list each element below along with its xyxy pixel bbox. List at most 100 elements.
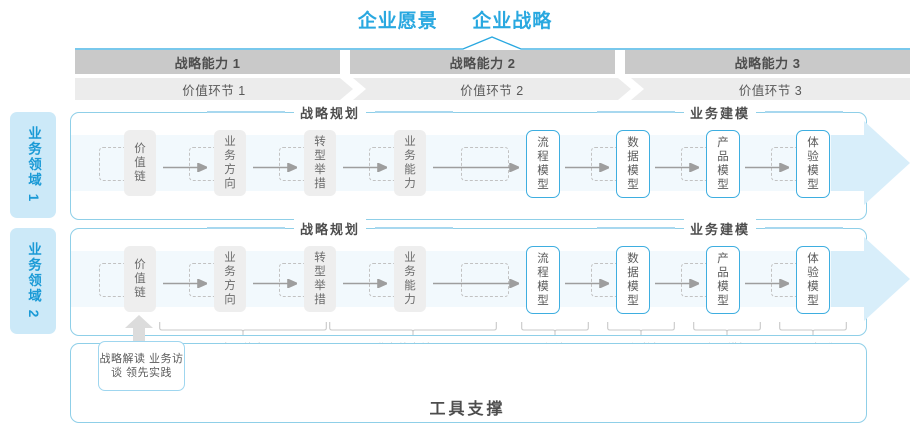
chain-band-accent	[831, 135, 866, 191]
chain-arrow-5	[565, 275, 611, 289]
note-brace-3	[521, 322, 589, 336]
chain-node-label: 流程模型	[537, 253, 549, 307]
value-link-label: 价值环节 1	[182, 83, 246, 98]
chain-arrow-2	[253, 275, 299, 289]
chain-node-label: 转型举措	[314, 252, 326, 306]
chain-node-label: 转型举措	[314, 136, 326, 190]
tool-support-title: 工具支撑	[429, 401, 506, 418]
chain-node-label: 流程模型	[537, 137, 549, 191]
value-link-label: 价值环节 3	[738, 83, 803, 98]
domain-chip-1: 业务领域 1	[10, 112, 56, 218]
tool-tag-strategy[interactable]: 战略解读 业务访谈 领先实践	[98, 341, 185, 391]
chain-arrow-7	[745, 159, 791, 173]
caption-rule-left	[206, 227, 285, 229]
caption-rule-right	[375, 111, 453, 113]
chain-node-label: 体验模型	[807, 253, 819, 307]
capability-cell-3: 战略能力 3	[625, 50, 910, 74]
chain-node-6[interactable]: 数据模型	[616, 130, 650, 198]
dashed-slot-5	[461, 263, 509, 297]
capability-label: 战略能力 3	[734, 55, 801, 71]
note-brace-4	[607, 322, 675, 336]
chain-node-label: 业务能力	[404, 252, 416, 306]
section-caption-label: 战略规划	[293, 218, 366, 238]
capability-cell-2: 战略能力 2	[350, 50, 615, 74]
caption-rule-right	[765, 227, 843, 229]
capability-label: 战略能力 2	[449, 55, 516, 71]
capability-bar-row: 战略能力 1 战略能力 2 战略能力 3	[75, 50, 910, 74]
chain-node-4[interactable]: 业务能力	[394, 246, 426, 312]
caption-rule-left	[206, 111, 285, 113]
value-link-cell-2: 价值环节 2	[353, 78, 631, 100]
chain-node-1[interactable]: 价值链	[124, 246, 156, 312]
chain-band-accent	[831, 251, 866, 307]
chain-node-4[interactable]: 业务能力	[394, 130, 426, 196]
section-caption-1: 战略规划	[180, 218, 480, 238]
chain-arrow-6	[655, 159, 701, 173]
chain-node-label: 数据模型	[627, 137, 639, 191]
section-caption-label: 战略规划	[293, 102, 366, 122]
chain-node-label: 价值链	[134, 259, 146, 299]
chain-arrow-2	[253, 159, 299, 173]
chain-node-label: 业务方向	[224, 136, 236, 190]
chain-arrow-6	[655, 275, 701, 289]
capability-cell-1: 战略能力 1	[75, 50, 340, 74]
chain-arrow-head	[864, 121, 910, 205]
chain-node-5[interactable]: 流程模型	[526, 130, 560, 198]
chain-node-8[interactable]: 体验模型	[796, 130, 830, 198]
domain-chip-2: 业务领域 2	[10, 228, 56, 334]
chain-arrow-4	[433, 159, 521, 173]
caption-rule-left	[596, 227, 675, 229]
caption-rule-right	[765, 111, 843, 113]
title-strategy: 企业战略	[472, 11, 553, 32]
chain-arrow-1	[163, 275, 209, 289]
chain-arrow-7	[745, 275, 791, 289]
domain-row-1: 价值链 业务方向 转型举措 业务能力 流程模型 数据模型 产品模型 体验模型	[70, 112, 910, 220]
capability-label: 战略能力 1	[174, 55, 241, 71]
title-spacer	[444, 11, 466, 33]
section-caption-2: 业务建模	[570, 218, 870, 238]
section-caption-label: 业务建模	[683, 102, 756, 122]
chain-node-label: 体验模型	[807, 137, 819, 191]
chain-node-3[interactable]: 转型举措	[304, 130, 336, 196]
caption-rule-right	[375, 227, 453, 229]
chain-node-6[interactable]: 数据模型	[616, 246, 650, 314]
value-link-cell-3: 价值环节 3	[631, 78, 910, 100]
value-link-label: 价值环节 2	[460, 83, 524, 98]
chain-node-5[interactable]: 流程模型	[526, 246, 560, 314]
domain-row-2: 价值链 业务方向 转型举措 业务能力 流程模型 数据模型 产品模型 体验模型	[70, 228, 910, 336]
note-brace-6	[779, 322, 847, 336]
peak-rule	[75, 36, 910, 50]
section-caption-2: 业务建模	[570, 102, 870, 122]
value-link-cell-1: 价值环节 1	[75, 78, 353, 100]
chain-node-3[interactable]: 转型举措	[304, 246, 336, 312]
chain-node-label: 业务方向	[224, 252, 236, 306]
top-title: 企业愿景 企业战略	[0, 6, 910, 33]
domain-chip-label: 业务领域 1	[26, 126, 41, 204]
title-vision: 企业愿景	[357, 11, 438, 32]
chain-node-7[interactable]: 产品模型	[706, 130, 740, 198]
tool-support-box	[70, 343, 867, 423]
domain-chip-label: 业务领域 2	[26, 242, 41, 320]
chain-node-1[interactable]: 价值链	[124, 130, 156, 196]
chain-arrow-4	[433, 275, 521, 289]
chain-node-label: 业务能力	[404, 136, 416, 190]
section-caption-label: 业务建模	[683, 218, 756, 238]
chain-arrow-3	[343, 275, 389, 289]
chain-node-8[interactable]: 体验模型	[796, 246, 830, 314]
note-brace-5	[693, 322, 761, 336]
note-brace-2	[329, 322, 497, 336]
chain-node-label: 产品模型	[717, 137, 729, 191]
chain-node-label: 价值链	[134, 143, 146, 183]
chain-arrow-1	[163, 159, 209, 173]
tool-up-arrow	[122, 314, 156, 348]
chain-node-label: 数据模型	[627, 253, 639, 307]
chain-arrow-3	[343, 159, 389, 173]
chain-node-2[interactable]: 业务方向	[214, 246, 246, 312]
dashed-slot-5	[461, 147, 509, 181]
chain-node-7[interactable]: 产品模型	[706, 246, 740, 314]
chain-node-2[interactable]: 业务方向	[214, 130, 246, 196]
chain-arrow-head	[864, 237, 910, 321]
caption-rule-left	[596, 111, 675, 113]
note-brace-1	[159, 322, 327, 336]
